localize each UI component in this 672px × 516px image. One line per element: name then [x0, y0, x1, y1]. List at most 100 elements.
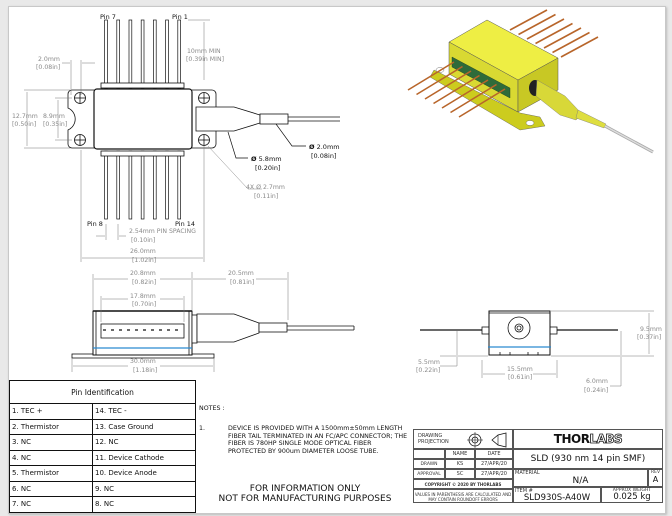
logo-labs: LABS — [589, 432, 623, 447]
rev-label: REV — [650, 470, 661, 475]
back-pins — [509, 9, 599, 58]
pin-identification-table: Pin Identification 1. TEC +14. TEC -2. T… — [9, 380, 196, 513]
third-angle-projection-icon — [467, 432, 507, 448]
item-number: SLD930S-A40W — [523, 493, 591, 503]
pin-pitch-dim: 2.54mm PIN SPACING — [129, 228, 196, 235]
title-block: DRAWING PROJECTION NAME DATE DRAWN KS 27… — [413, 429, 663, 512]
pin14-label: Pin 14 — [175, 220, 195, 228]
approval-date: 27/APR/20 — [475, 469, 513, 479]
side-view — [71, 310, 355, 359]
top-view — [67, 19, 340, 220]
top-body — [93, 88, 193, 150]
item-cell: ITEM # SLD930S-A40W — [513, 487, 601, 503]
pin-table-cell: 7. NC — [9, 496, 93, 513]
top-pin — [116, 19, 120, 89]
holes-dim-in: [0.11in] — [254, 193, 278, 200]
iso-pin — [526, 18, 565, 40]
isometric-3d-view — [407, 9, 654, 154]
end-width-dim: 15.5mm — [507, 366, 533, 373]
top-pin — [104, 19, 108, 89]
end-width-dim-in: [0.61in] — [508, 374, 532, 381]
top-view-leaders — [227, 123, 306, 159]
boot-dia-dim-in: [0.20in] — [255, 164, 280, 172]
iso-pin — [424, 70, 472, 100]
side-pins-dim: 17.8mm — [130, 293, 156, 300]
end-height-dim: 9.5mm — [640, 326, 662, 333]
pin8-label: Pin 8 — [87, 220, 103, 228]
height-dim: 12.7mm — [12, 113, 38, 120]
top-fiber-strain-relief — [259, 113, 289, 125]
rev-cell: REV A — [648, 469, 663, 487]
top-pin — [177, 19, 181, 89]
side-flange-dim: 30.0mm — [130, 358, 156, 365]
top-pin-seal — [100, 82, 185, 89]
iso-pin — [543, 27, 582, 49]
values-note: VALUES IN PARENTHESIS ARE CALCULATED AND… — [413, 489, 513, 503]
iso-pin — [407, 61, 455, 91]
drawing-title: SLD (930 nm 14 pin SMF) — [513, 449, 663, 469]
pin-table-row: 1. TEC +14. TEC - — [9, 403, 196, 420]
lead-length-dim-in: [0.39in MIN] — [186, 56, 224, 63]
top-pins — [103, 19, 182, 89]
mounting-hole-icon — [74, 134, 86, 146]
material-value: N/A — [572, 476, 589, 486]
hole-leader — [207, 145, 262, 190]
height-dim-in: [0.50in] — [12, 121, 36, 128]
disclaimer-line-2: NOT FOR MANUFACTURING PURPOSES — [218, 494, 392, 504]
bottom-pin-seal — [100, 150, 185, 157]
material-label: MATERIAL — [515, 470, 540, 476]
copyright: COPYRIGHT © 2020 BY THORLABS — [413, 479, 513, 489]
projection-label: DRAWING PROJECTION — [418, 433, 449, 445]
boot-dia-dim: Ø 5.8mm — [251, 155, 282, 163]
side-flange-dim-in: [1.18in] — [133, 367, 157, 374]
pin-table-title: Pin Identification — [9, 380, 196, 404]
end-pin-h-dim: 5.5mm — [418, 359, 440, 366]
drawn-name: KS — [445, 459, 475, 469]
pin1-label: Pin 1 — [172, 13, 188, 21]
pin-table-cell: 3. NC — [9, 434, 93, 451]
weight-label: APPROX WEIGHT — [612, 488, 652, 493]
pin-table-cell: 6. NC — [9, 480, 93, 497]
iso-pin — [416, 65, 463, 96]
end-lead-h-dim: 6.0mm — [586, 378, 608, 385]
bottom-pin — [140, 150, 145, 220]
mounting-hole-icon — [74, 92, 86, 104]
pin-pitch-dim-in: [0.10in] — [131, 237, 155, 244]
end-lead-h-dim-in: [0.24in] — [584, 387, 608, 394]
side-fiber-boot — [196, 313, 260, 343]
note-number: 1. — [199, 425, 206, 433]
side-boot-dim: 20.5mm — [228, 270, 254, 277]
pin-table-cell: 5. Thermistor — [9, 465, 93, 482]
end-height-dim-in: [0.37in] — [637, 334, 661, 341]
name-header: NAME — [445, 449, 475, 459]
mounting-hole-icon — [198, 134, 210, 146]
bottom-pins — [103, 150, 182, 220]
approval-label: APPROVAL — [413, 469, 445, 479]
side-boot-dim-in: [0.81in] — [230, 279, 254, 286]
lead-length-dim: 10mm MIN — [187, 48, 221, 55]
weight-value: 0.025 kg — [613, 492, 651, 502]
notes-header: NOTES : — [199, 405, 225, 412]
disclaimer-line-1: FOR INFORMATION ONLY — [249, 484, 361, 494]
pin-table-cell: 10. Device Anode — [92, 465, 196, 482]
fiber-dia-dim: Ø 2.0mm — [309, 143, 340, 151]
bottom-pin — [116, 150, 120, 220]
iso-pin — [560, 36, 599, 58]
item-label: ITEM # — [515, 488, 533, 494]
pin-table-cell: 12. NC — [92, 434, 196, 451]
top-fiber-boot — [195, 106, 261, 132]
iso-pin — [509, 9, 548, 31]
top-pin — [153, 19, 157, 89]
bottom-pin — [128, 150, 133, 220]
side-body-dim-in: [0.82in] — [132, 279, 156, 286]
top-view-dimensions — [24, 19, 210, 262]
holes-dim: 4X Ø 2.7mm — [246, 183, 285, 191]
pin-table-cell: 1. TEC + — [9, 403, 93, 420]
projection-cell: DRAWING PROJECTION — [413, 429, 513, 449]
fiber-dia-dim-in: [0.08in] — [311, 152, 336, 160]
drawn-label: DRAWN — [413, 459, 445, 469]
